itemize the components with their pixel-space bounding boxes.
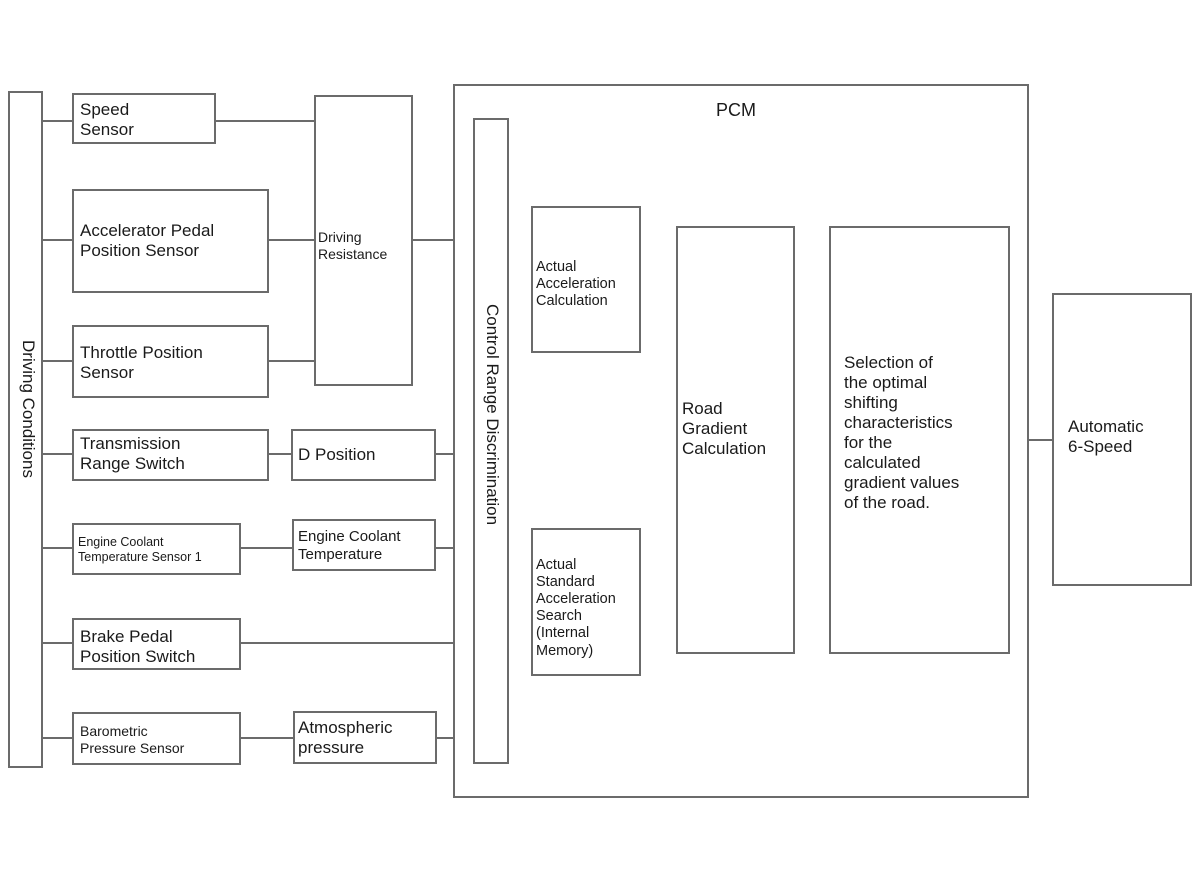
- selection-box: [829, 226, 1010, 654]
- control-range-bar: [473, 118, 509, 764]
- engine-coolant-sensor-box: [72, 523, 241, 575]
- speed-sensor-box: [72, 93, 216, 144]
- transmission-range-switch-label: Transmission Range Switch: [80, 434, 185, 474]
- driving-conditions-bar: [8, 91, 43, 768]
- actual-acceleration-label: Actual Acceleration Calculation: [536, 259, 616, 310]
- engine-coolant-sensor-label: Engine Coolant Temperature Sensor 1: [78, 535, 202, 564]
- driving-conditions-label: Driving Conditions: [19, 340, 38, 478]
- selection-label: Selection of the optimal shifting charac…: [844, 353, 960, 513]
- control-range-label: Control Range Discrimination: [483, 304, 502, 526]
- actual-acceleration-box: [531, 206, 641, 353]
- engine-coolant-temperature-box: [292, 519, 436, 571]
- throttle-position-sensor-label: Throttle Position Sensor: [80, 343, 203, 383]
- driving-resistance-box: [314, 95, 413, 386]
- throttle-position-sensor-box: [72, 325, 269, 398]
- barometric-sensor-label: Barometric Pressure Sensor: [80, 723, 185, 756]
- accelerator-pedal-sensor-label: Accelerator Pedal Position Sensor: [80, 221, 215, 261]
- engine-coolant-temperature-label: Engine Coolant Temperature: [298, 528, 401, 563]
- d-position-box: [291, 429, 436, 481]
- atmospheric-pressure-label: Atmospheric pressure: [298, 718, 393, 758]
- driving-resistance-label: Driving Resistance: [318, 229, 388, 262]
- transmission-range-switch-box: [72, 429, 269, 481]
- atmospheric-pressure-box: [293, 711, 437, 764]
- road-gradient-label: Road Gradient Calculation: [682, 399, 767, 459]
- barometric-sensor-box: [72, 712, 241, 765]
- d-position-label: D Position: [298, 445, 376, 464]
- brake-pedal-switch-box: [72, 618, 241, 670]
- brake-pedal-switch-label: Brake Pedal Position Switch: [80, 627, 196, 667]
- automatic-6-speed-box: [1052, 293, 1192, 586]
- accelerator-pedal-sensor-box: [72, 189, 269, 293]
- speed-sensor-label: Speed Sensor: [80, 100, 134, 140]
- automatic-6-speed-label: Automatic 6-Speed: [1068, 417, 1144, 457]
- road-gradient-box: [676, 226, 795, 654]
- pcm-label: PCM: [716, 100, 756, 120]
- standard-acceleration-label: Actual Standard Acceleration Search (Int…: [536, 557, 616, 659]
- standard-acceleration-box: [531, 528, 641, 676]
